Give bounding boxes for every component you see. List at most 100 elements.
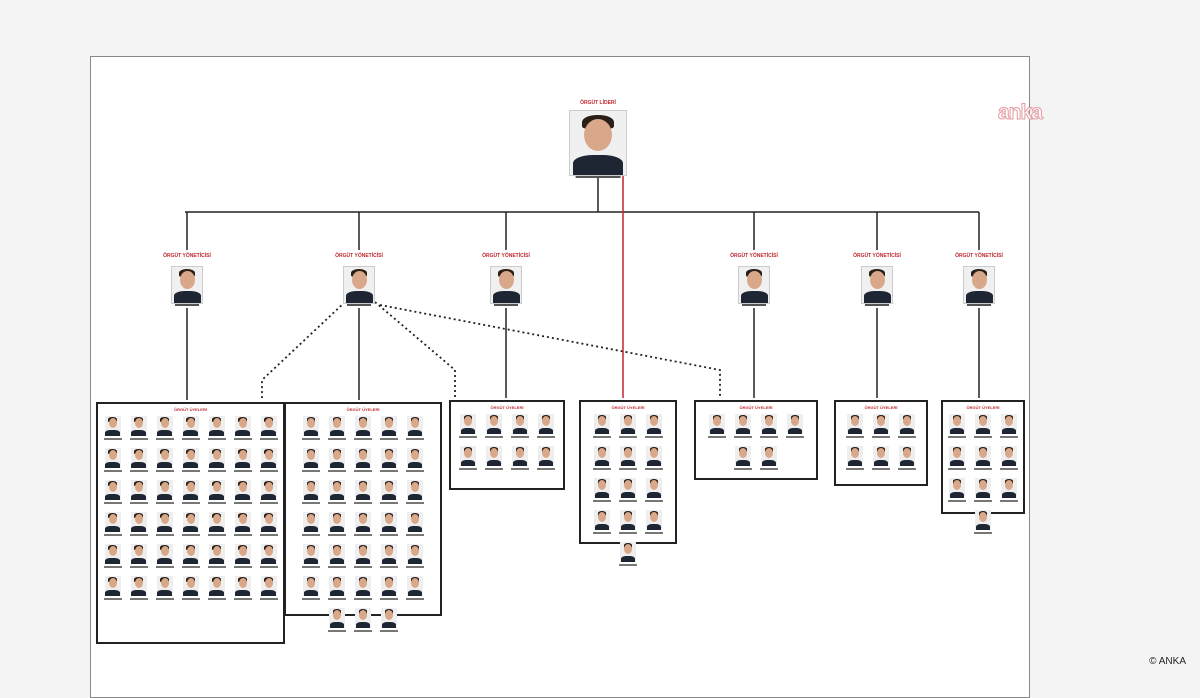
member-card [591,478,613,507]
member-name [619,532,637,534]
member-name [485,468,503,470]
member-photo [355,544,371,564]
group-title: ÖRGÜT ÜYELERİ [739,405,773,410]
member-card [972,446,994,475]
member-card [946,414,968,443]
member-photo [130,576,147,596]
member-photo [156,576,173,596]
member-photo [620,414,636,434]
member-name [354,438,372,440]
member-card [591,446,613,475]
member-name [328,534,346,536]
member-card [326,512,348,541]
member-photo [208,480,225,500]
member-name [233,438,252,440]
member-photo [234,512,251,532]
member-photo [329,512,345,532]
member-photo [460,414,476,434]
member-photo [182,448,199,468]
member-card [232,512,254,541]
member-name [207,470,226,472]
member-name [786,436,804,438]
member-name [593,468,611,470]
member-photo [355,448,371,468]
member-card [617,446,639,475]
member-photo [407,544,423,564]
member-name [974,468,992,470]
member-photo [355,416,371,436]
member-photo [381,512,397,532]
manager-photo [861,266,893,304]
member-photo [208,416,225,436]
manager-photo [171,266,203,304]
member-photo [329,480,345,500]
member-photo [709,414,725,434]
member-name [898,436,916,438]
manager-role-label: ÖRGÜT YÖNETİCİSİ [955,253,1003,259]
member-name [302,438,320,440]
member-name [207,534,226,536]
member-photo [1001,446,1017,466]
member-card [378,544,400,573]
member-name [181,502,200,504]
member-group: ÖRGÜT ÜYELERİ [96,402,285,644]
member-group: ÖRGÜT ÜYELERİ [284,402,442,632]
member-photo [460,446,476,466]
member-name [103,566,122,568]
member-name [129,598,148,600]
dotted-links [261,301,721,398]
member-photo [620,478,636,498]
member-photo [329,544,345,564]
member-card [206,544,228,573]
member-name [328,598,346,600]
member-name [354,598,372,600]
member-group: ÖRGÜT ÜYELERİ [941,400,1025,534]
member-photo [899,414,915,434]
member-photo [486,414,502,434]
member-photo [1001,414,1017,434]
member-card [643,414,665,443]
member-card [896,414,918,443]
member-card [457,446,479,475]
member-card [102,576,124,605]
member-card [102,480,124,509]
leader-photo [569,110,627,176]
member-name [233,502,252,504]
member-name [129,566,148,568]
member-card [300,512,322,541]
member-name [380,502,398,504]
member-name [645,532,663,534]
name-caption [347,304,371,306]
member-card [258,480,280,509]
name-caption [575,176,621,178]
member-card [643,446,665,475]
group-title: ÖRGÜT ÜYELERİ [864,405,898,410]
member-card [206,576,228,605]
member-name [619,468,637,470]
member-photo [156,480,173,500]
member-card [483,414,505,443]
manager-role-label: ÖRGÜT YÖNETİCİSİ [853,253,901,259]
member-card [378,608,400,637]
member-photo [104,480,121,500]
member-card [128,512,150,541]
member-photo [260,544,277,564]
member-name [734,436,752,438]
group-title: ÖRGÜT ÜYELERİ [346,407,380,412]
member-card [998,414,1020,443]
member-card [300,416,322,445]
member-name [103,470,122,472]
member-photo [646,478,662,498]
member-card [102,448,124,477]
manager-role-label: ÖRGÜT YÖNETİCİSİ [335,253,383,259]
member-card [232,480,254,509]
member-group: ÖRGÜT ÜYELERİ [579,400,677,566]
member-card [300,544,322,573]
member-photo [260,448,277,468]
member-name [181,470,200,472]
member-name [1000,500,1018,502]
member-card [300,480,322,509]
member-card [972,478,994,507]
member-name [406,566,424,568]
member-photo [620,510,636,530]
